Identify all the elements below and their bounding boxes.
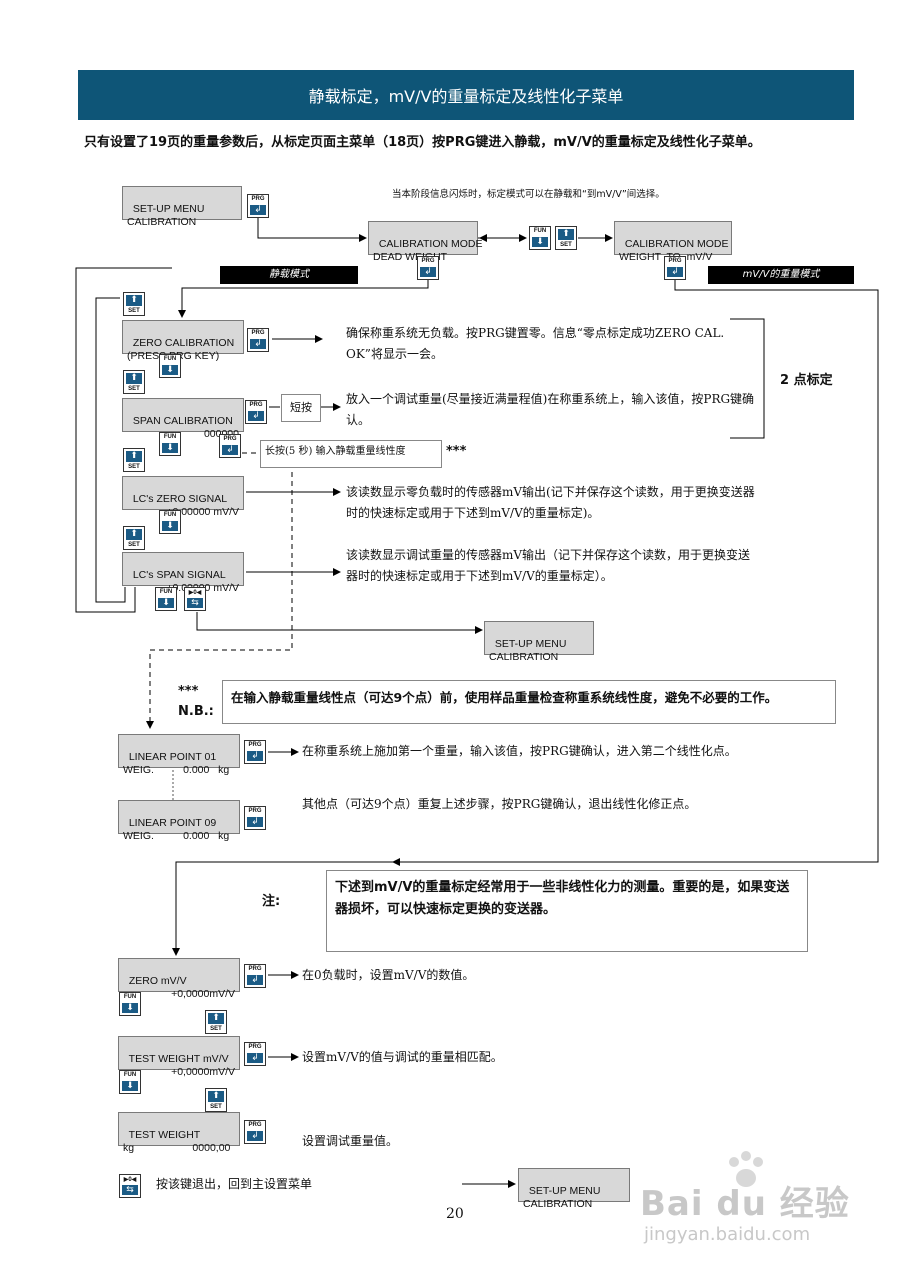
prg-key[interactable]: PRG↲ [244,1120,266,1144]
page-number: 20 [446,1206,464,1222]
linear-09-description: 其他点（可达9个点）重复上述步骤，按PRG键确认，退出线性化修正点。 [302,797,697,811]
nb-stars: *** [178,684,199,699]
prg-key[interactable]: PRG↲ [247,194,269,218]
zero-mv-box: ZERO mV/V+0,0000mV/V [118,958,240,1000]
zero-calibration-box: ZERO CALIBRATION(PRESS PRG KEY) [122,320,244,362]
zero-mv-description: 在0负载时，设置mV/V的数值。 [302,968,475,982]
top-note: 当本阶段信息闪烁时，标定模式可以在静载和“到mV/V”间选择。 [392,189,665,200]
lc-span-signal-box: LC's SPAN SIGNAL+0.00000 mV/V [122,552,244,594]
fun-key[interactable]: FUN⬇ [119,1070,141,1094]
two-point-label: 2 点标定 [780,373,833,388]
zero-exit-key[interactable]: ▶0◀⇆ [184,587,206,611]
test-weight-mv-box: TEST WEIGHT mV/V+0,0000mV/V [118,1036,240,1078]
set-key[interactable]: ⬆SET [205,1088,227,1112]
watermark: Bai du 经验 jingyan.baidu.com [640,1150,890,1260]
fun-key[interactable]: FUN⬇ [159,354,181,378]
long-press-label: 长按(5 秒) 输入静载重量线性度 [260,440,442,468]
fun-key[interactable]: FUN⬇ [155,587,177,611]
lc-span-description: 该读数显示调试重量的传感器mV输出（记下并保存这个读数，用于更换变送器时的快速标… [346,548,751,583]
test-mv-description: 设置mV/V的值与调试的重量相匹配。 [302,1050,503,1064]
test-weight-description: 设置调试重量值。 [302,1134,399,1148]
prg-key[interactable]: PRG↲ [244,964,266,988]
set-key[interactable]: ⬆SET [123,448,145,472]
watermark-url: jingyan.baidu.com [644,1224,811,1245]
fun-key[interactable]: FUN⬇ [159,432,181,456]
prg-key[interactable]: PRG↲ [244,806,266,830]
prg-key[interactable]: PRG↲ [664,256,686,280]
prg-key[interactable]: PRG↲ [244,1042,266,1066]
paw-icon [724,1150,768,1190]
page-title: 静载标定，mV/V的重量标定及线性化子菜单 [78,70,854,120]
fun-key[interactable]: FUN⬇ [529,226,551,250]
set-key[interactable]: ⬆SET [123,292,145,316]
set-key[interactable]: ⬆SET [555,226,577,250]
prg-key[interactable]: PRG↲ [417,256,439,280]
note-label: 注: [262,894,281,909]
zero-exit-key[interactable]: ▶0◀⇆ [119,1174,141,1198]
set-key[interactable]: ⬆SET [123,370,145,394]
linear-01-description: 在称重系统上施加第一个重量，输入该值，按PRG键确认，进入第二个线性化点。 [302,744,737,758]
prg-key[interactable]: PRG↲ [244,740,266,764]
prg-key[interactable]: PRG↲ [219,434,241,458]
stars-mark: *** [446,444,467,459]
zero-cal-description: 确保称重系统无负载。按PRG键置零。信息“零点标定成功ZERO CAL. OK”… [346,326,725,361]
short-press-label: 短按 [281,394,321,422]
intro-paragraph: 只有设置了19页的重量参数后，从标定页面主菜单（18页）按PRG键进入静载，mV… [84,135,761,150]
dead-weight-mode-label: 静载模式 [220,266,358,284]
lc-zero-signal-box: LC's ZERO SIGNAL+0.00000 mV/V [122,476,244,518]
note-box: 下述到mV/V的重量标定经常用于一些非线性化力的测量。重要的是，如果变送器损坏，… [326,870,808,952]
fun-key[interactable]: FUN⬇ [159,510,181,534]
prg-key[interactable]: PRG↲ [247,328,269,352]
exit-description: 按该键退出，回到主设置菜单 [156,1177,313,1191]
prg-key[interactable]: PRG↲ [245,400,267,424]
set-key[interactable]: ⬆SET [123,526,145,550]
fun-key[interactable]: FUN⬇ [119,992,141,1016]
mv-mode-label: mV/V的重量模式 [708,266,854,284]
lc-zero-description: 该读数显示零负载时的传感器mV输出(记下并保存这个读数，用于更换变送器时的快速标… [346,485,755,520]
nb-box: 在输入静载重量线性点（可达9个点）前，使用样品重量检查称重系统线性度，避免不必要… [222,680,836,724]
watermark-brand: Bai du 经验 [640,1184,850,1224]
span-calibration-box: SPAN CALIBRATION000000 [122,398,244,440]
span-cal-description: 放入一个调试重量(尽量接近满量程值)在称重系统上，输入该值，按PRG键确认。 [346,392,755,427]
nb-label: N.B.: [178,704,214,719]
set-key[interactable]: ⬆SET [205,1010,227,1034]
